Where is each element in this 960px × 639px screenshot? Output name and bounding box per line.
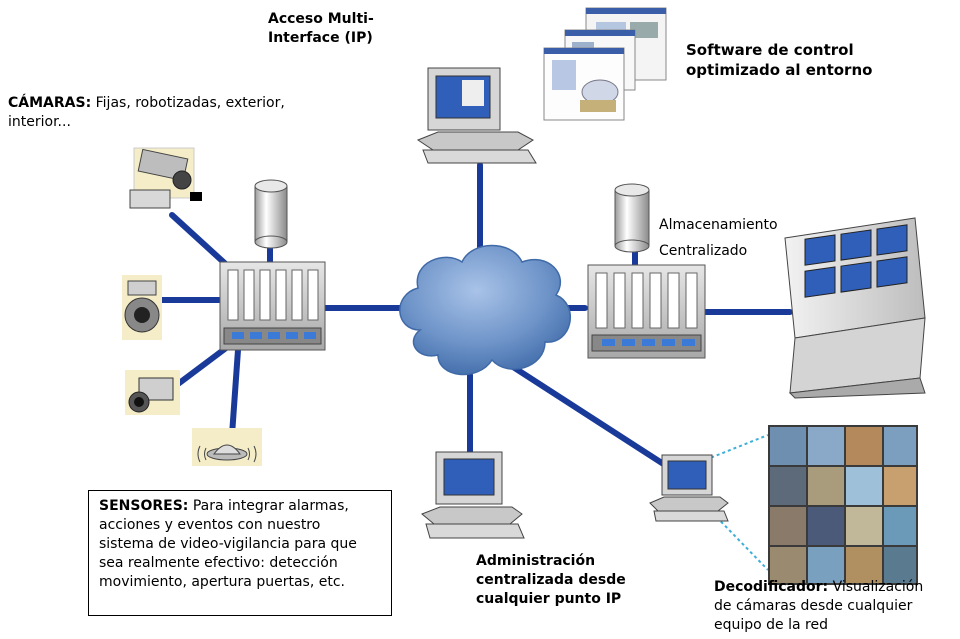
acceso-label-line1: Acceso Multi- [268,11,374,27]
software-screens-icon [543,7,667,121]
sensor-icon [192,428,262,466]
admin-label: Administración centralizada desde cualqu… [476,552,626,609]
video-wall-console-icon [784,217,926,399]
camaras-text-line2: interior... [8,114,71,130]
decodificador-text-line1: Visualización [828,579,924,595]
almacenamiento-label-line2: Centralizado [659,243,748,259]
sensores-text-line4: sea realmente efectivo: detección [99,555,338,571]
box-camera-icon [125,370,180,415]
desktop-pc-icon [649,454,729,522]
software-label: Software de control optimizado al entorn… [686,40,872,80]
almacenamiento-label-line1: Almacenamiento [659,217,778,233]
admin-label-line3: cualquier punto IP [476,591,622,607]
camaras-label: CÁMARAS: Fijas, robotizadas, exterior, i… [8,94,285,132]
camaras-text-line1: Fijas, robotizadas, exterior, [91,95,285,111]
desktop-pc-icon [416,67,537,164]
software-label-line1: Software de control [686,41,854,59]
storage-drum-icon [614,183,650,253]
decodificador-text-line2: de cámaras desde cualquier [714,598,913,614]
decodificador-title: Decodificador: [714,579,829,595]
sensores-box: SENSORES: Para integrar alarmas, accione… [88,490,392,616]
storage-drum-icon [254,179,288,249]
admin-label-line2: centralizada desde [476,572,626,588]
acceso-label: Acceso Multi- Interface (IP) [268,10,374,48]
decodificador-text-line3: equipo de la red [714,617,828,633]
sensores-text-line5: movimiento, apertura puertas, etc. [99,574,345,590]
link-camera1-switch [169,212,233,271]
sensores-title: SENSORES: [99,498,189,514]
software-label-line2: optimizado al entorno [686,61,873,79]
network-switch-icon [587,264,706,359]
network-switch-icon [219,261,326,351]
fixed-camera-icon [129,147,202,209]
network-cloud-icon [399,244,572,376]
camaras-title: CÁMARAS: [8,95,92,111]
sensores-text-line2: acciones y eventos con nuestro [99,517,321,533]
video-mosaic-icon [768,425,918,585]
almacenamiento-label: Almacenamiento Centralizado [659,212,778,264]
dome-camera-icon [122,275,162,340]
admin-label-line1: Administración [476,553,596,569]
decodificador-label: Decodificador: Visualización de cámaras … [714,578,923,635]
sensores-text-line1: Para integrar alarmas, [188,498,349,514]
desktop-pc-icon [421,451,525,539]
sensores-text-line3: sistema de video-vigilancia para que [99,536,357,552]
link-cloud-decoder [507,362,668,468]
link-sensor-switch [229,347,241,438]
acceso-label-line2: Interface (IP) [268,30,373,46]
